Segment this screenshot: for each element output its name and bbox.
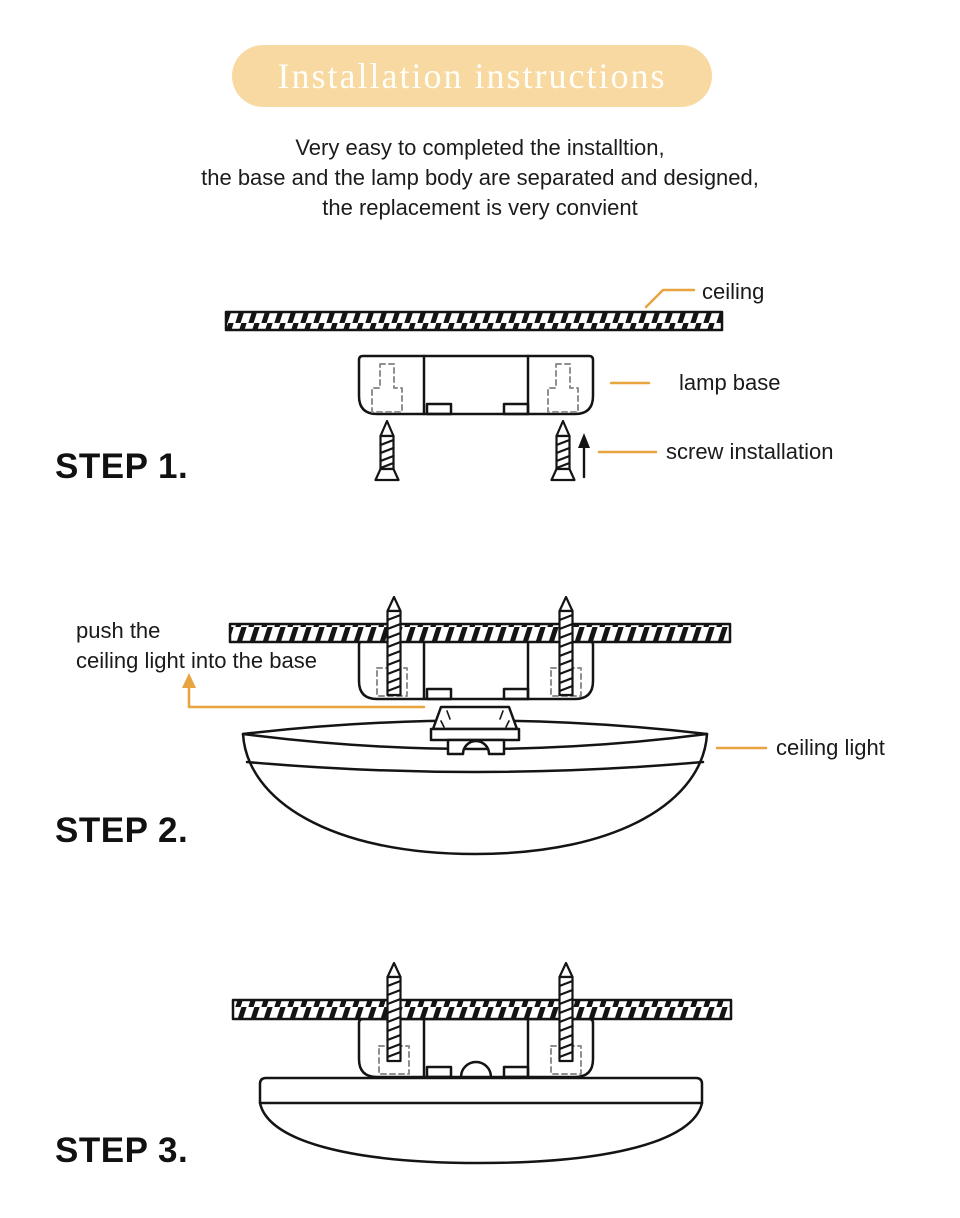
ceiling-light-drawing: [241, 705, 709, 856]
ceiling-hatched-bar: [228, 622, 732, 644]
push-instruction-line-2: ceiling light into the base: [76, 648, 317, 673]
page-title: Installation instructions: [277, 56, 667, 96]
screw-icon: [558, 961, 574, 1063]
ceiling-light-attached-drawing: [258, 1076, 704, 1165]
subtitle-line-2: the base and the lamp body are separated…: [201, 165, 759, 190]
lamp-base-label: lamp base: [679, 370, 781, 395]
step2-diagram: [182, 595, 768, 856]
ceiling-leader-line: [644, 288, 696, 309]
screw-icon: [386, 595, 402, 697]
push-arrow-icon: [182, 673, 426, 709]
step-2-heading: STEP 2.: [55, 811, 189, 850]
step3-diagram: [231, 961, 733, 1165]
screw-anchor-dashed-outline: [547, 363, 579, 413]
screw-anchor-dashed-outline: [371, 363, 403, 413]
ceiling-light-label: ceiling light: [776, 735, 885, 760]
step1-diagram: [224, 288, 724, 482]
wire-dome-bump: [459, 1060, 493, 1079]
connector-drawing: [429, 705, 521, 756]
step-3-heading: STEP 3.: [55, 1131, 189, 1170]
screw-icon: [374, 419, 400, 482]
push-instruction-line-1: push the: [76, 618, 161, 643]
subtitle: Very easy to completed the installtion, …: [0, 133, 960, 223]
ceiling-label: ceiling: [702, 279, 765, 304]
subtitle-line-1: Very easy to completed the installtion,: [295, 135, 665, 160]
title-banner: Installation instructions: [232, 45, 712, 107]
up-arrow-icon: [578, 433, 590, 479]
screw-installation-label: screw installation: [666, 439, 834, 464]
step-1-heading: STEP 1.: [55, 447, 189, 486]
screw-icon: [550, 419, 576, 482]
subtitle-line-3: the replacement is very convient: [322, 195, 638, 220]
lamp-base-drawing: [357, 354, 595, 416]
ceiling-hatched-bar: [231, 998, 733, 1021]
screw-icon: [558, 595, 574, 697]
screw-icon: [386, 961, 402, 1063]
ceiling-hatched-bar: [224, 310, 724, 332]
